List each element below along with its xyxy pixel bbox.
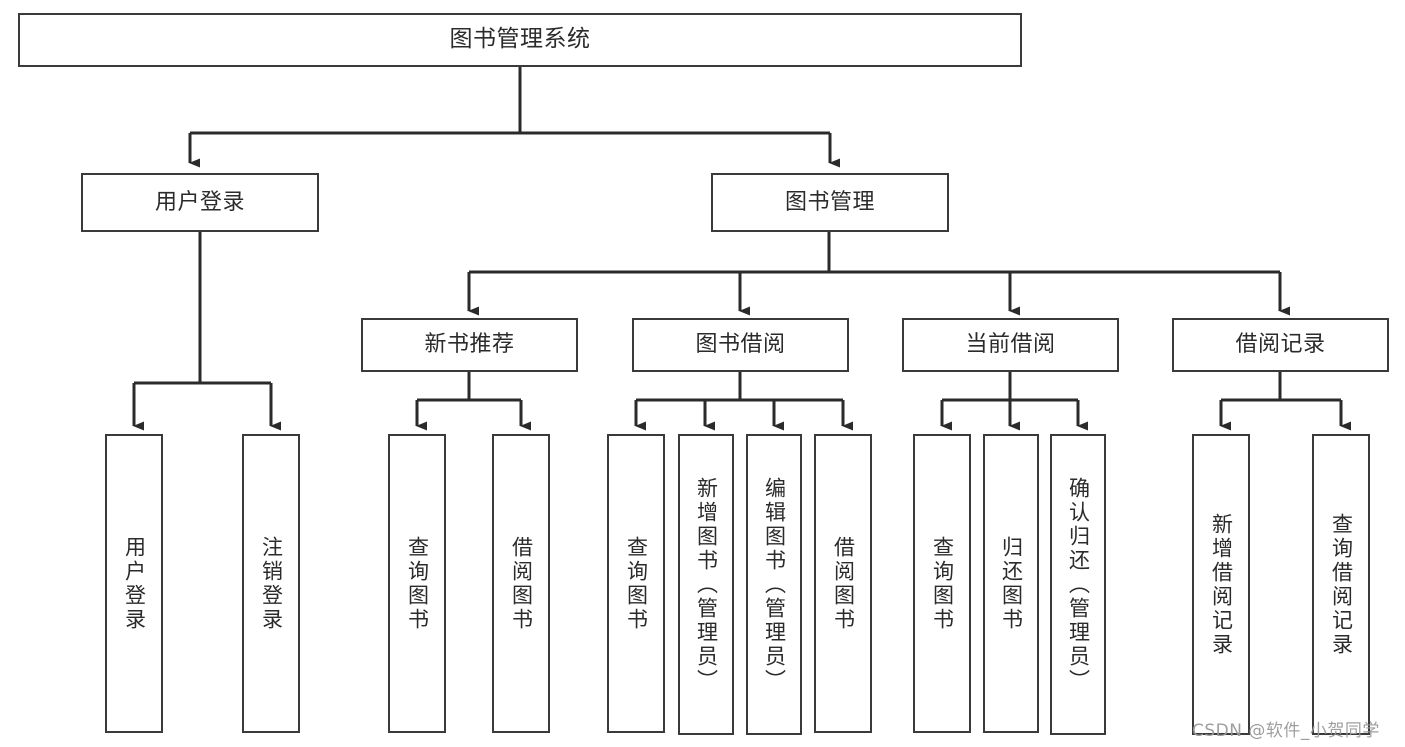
node-label: 新增借阅记录 [1209,512,1234,657]
node-label: 用户登录 [122,535,147,632]
node-label: 查询图书 [930,535,955,632]
node-label: 图书管理系统 [449,26,591,53]
leaf-newbook-borrow-book[interactable]: 借阅图书 [492,434,550,733]
leaf-current-query-book[interactable]: 查询图书 [913,434,971,733]
node-label: 查询图书 [624,535,649,632]
node-label: 借阅记录 [1235,332,1326,358]
node-label: 新书推荐 [424,332,515,358]
node-new-book-recommend[interactable]: 新书推荐 [361,318,578,372]
node-label: 新增图书（管理员） [694,476,719,693]
node-book-management[interactable]: 图书管理 [711,173,949,232]
leaf-newbook-query-book[interactable]: 查询图书 [388,434,446,733]
node-current-borrow[interactable]: 当前借阅 [902,318,1119,372]
leaf-user-login[interactable]: 用户登录 [105,434,163,733]
leaf-record-add-record[interactable]: 新增借阅记录 [1192,434,1250,735]
node-user-login[interactable]: 用户登录 [81,173,319,232]
node-label: 注销登录 [259,535,284,632]
leaf-borrow-edit-book-admin[interactable]: 编辑图书（管理员） [746,434,802,735]
leaf-borrow-query-book[interactable]: 查询图书 [607,434,665,733]
node-label: 借阅图书 [831,535,856,632]
node-label: 编辑图书（管理员） [762,476,787,693]
node-label: 图书借阅 [695,332,786,358]
node-label: 图书管理 [784,189,875,215]
node-label: 当前借阅 [965,332,1056,358]
leaf-user-logout[interactable]: 注销登录 [242,434,300,733]
node-label: 查询图书 [405,535,430,632]
node-label: 用户登录 [154,189,245,215]
node-borrow-record[interactable]: 借阅记录 [1172,318,1389,372]
node-label: 借阅图书 [509,535,534,632]
node-label: 归还图书 [999,535,1024,632]
node-label: 查询借阅记录 [1329,512,1354,657]
leaf-borrow-add-book-admin[interactable]: 新增图书（管理员） [678,434,734,735]
leaf-record-query-record[interactable]: 查询借阅记录 [1312,434,1370,735]
leaf-current-return-book[interactable]: 归还图书 [983,434,1039,733]
node-book-borrow[interactable]: 图书借阅 [632,318,849,372]
node-label: 确认归还（管理员） [1066,476,1091,693]
csdn-watermark: CSDN @软件_小贺同学 [1192,721,1380,741]
leaf-current-confirm-return-admin[interactable]: 确认归还（管理员） [1050,434,1106,735]
node-root-system[interactable]: 图书管理系统 [18,13,1022,67]
leaf-borrow-borrow-book[interactable]: 借阅图书 [814,434,872,733]
